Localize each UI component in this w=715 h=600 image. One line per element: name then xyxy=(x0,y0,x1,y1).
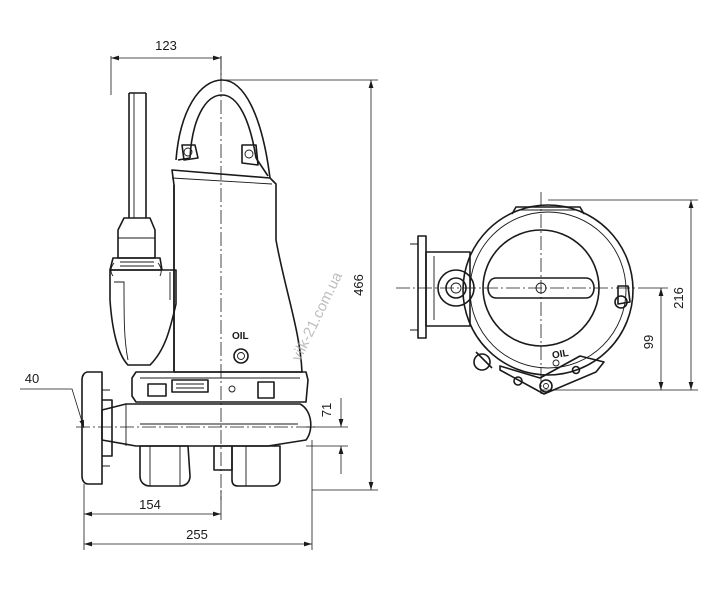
junction-housing xyxy=(109,269,177,366)
dim-99: 99 xyxy=(641,335,656,349)
power-cable xyxy=(128,92,147,218)
plan-dimensions: 216 99 xyxy=(540,199,698,391)
dim-466: 466 xyxy=(351,274,366,296)
dim-123: 123 xyxy=(155,38,177,53)
pump-feet xyxy=(139,445,281,487)
oil-label-plan: OIL xyxy=(551,348,569,362)
dim-255: 255 xyxy=(186,527,208,542)
plan-right-plug xyxy=(614,295,628,309)
seal-band xyxy=(131,371,309,403)
plan-handle-grip xyxy=(487,277,595,299)
lifting-handle xyxy=(175,79,271,179)
oil-label: OIL xyxy=(232,331,249,342)
dim-71: 71 xyxy=(319,403,334,417)
plan-view: OIL xyxy=(396,192,640,395)
discharge-flange xyxy=(81,371,113,485)
pump-volute xyxy=(101,403,312,447)
oil-plug: OIL xyxy=(232,331,249,364)
plan-discharge xyxy=(410,235,475,339)
watermark: vilk-21.com.ua xyxy=(288,269,346,364)
dim-40: 40 xyxy=(25,371,39,386)
plan-outer-housing xyxy=(462,204,634,376)
side-dimensions: 123 466 71 40 154 255 xyxy=(20,38,378,550)
dim-154: 154 xyxy=(139,497,161,512)
dim-216: 216 xyxy=(671,287,686,309)
side-view: OIL xyxy=(76,56,318,500)
cable-gland xyxy=(109,217,163,277)
